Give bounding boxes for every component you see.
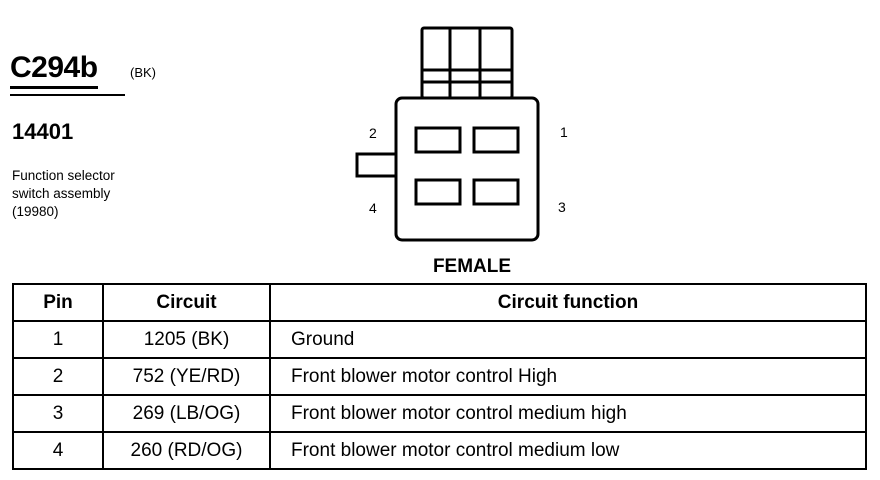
pin-cavity-1 [472, 126, 520, 154]
function-cell: Front blower motor control medium low [269, 431, 867, 470]
connector-id: C294b [10, 52, 98, 89]
connector-boot [420, 26, 514, 100]
connector-housing [394, 96, 540, 242]
table-row: 2 752 (YE/RD) Front blower motor control… [12, 357, 867, 396]
description-line: (19980) [12, 204, 59, 219]
circuit-cell: 269 (LB/OG) [102, 394, 271, 433]
function-cell: Front blower motor control medium high [269, 394, 867, 433]
function-cell: Ground [269, 320, 867, 359]
connector-face-diagram: 1 2 3 4 FEMALE [355, 26, 568, 277]
part-number: 14401 [12, 119, 74, 144]
column-header-pin: Pin [12, 283, 104, 322]
pin-label-3: 3 [558, 199, 566, 215]
pin-cavity-2 [414, 126, 462, 154]
circuit-cell: 752 (YE/RD) [102, 357, 271, 396]
circuit-cell: 1205 (BK) [102, 320, 271, 359]
gender-label: FEMALE [433, 256, 511, 277]
locking-tab [355, 152, 398, 178]
pin-cell: 3 [12, 394, 104, 433]
component-description: Function selector switch assembly (19980… [12, 167, 182, 221]
pin-cavity-3 [472, 178, 520, 206]
pin-label-1: 1 [560, 124, 568, 140]
pin-cell: 1 [12, 320, 104, 359]
pin-cell: 4 [12, 431, 104, 470]
function-cell: Front blower motor control High [269, 357, 867, 396]
pin-cell: 2 [12, 357, 104, 396]
pinout-table: Pin Circuit Circuit function 1 1205 (BK)… [12, 283, 867, 470]
table-row: 4 260 (RD/OG) Front blower motor control… [12, 431, 867, 470]
description-line: Function selector [12, 168, 115, 183]
connector-color: (BK) [130, 65, 156, 80]
column-header-circuit: Circuit [102, 283, 271, 322]
title-divider [10, 94, 125, 96]
pin-label-4: 4 [369, 200, 377, 216]
pin-label-2: 2 [369, 125, 377, 141]
table-row: 1 1205 (BK) Ground [12, 320, 867, 359]
circuit-cell: 260 (RD/OG) [102, 431, 271, 470]
table-row: 3 269 (LB/OG) Front blower motor control… [12, 394, 867, 433]
pin-cavity-4 [414, 178, 462, 206]
column-header-function: Circuit function [269, 283, 867, 322]
table-header-row: Pin Circuit Circuit function [12, 283, 867, 322]
description-line: switch assembly [12, 186, 111, 201]
